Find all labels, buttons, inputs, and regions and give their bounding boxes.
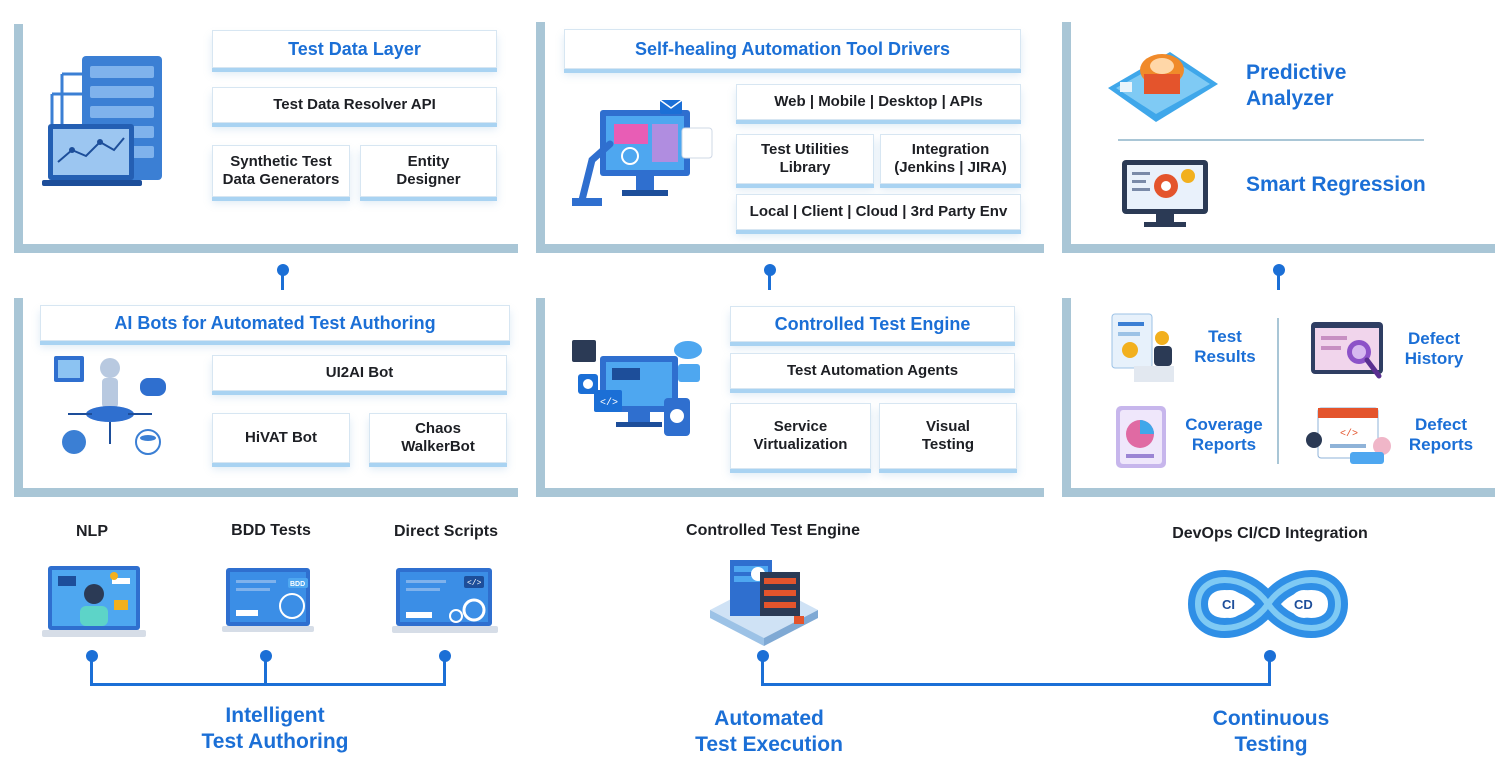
visual-testing: Visual Testing [879, 403, 1017, 469]
bdd-laptop-icon: BDD [222, 568, 314, 632]
dev-devices-icon: </> [572, 340, 702, 436]
nlp-label: NLP [76, 523, 108, 540]
nlp-laptop-icon [42, 566, 146, 637]
devops-label: DevOps CI/CD Integration [1172, 525, 1368, 542]
platforms-pill: Web | Mobile | Desktop | APIs [736, 84, 1021, 120]
connector-dot [260, 650, 272, 662]
cd-text: CD [1294, 597, 1313, 612]
self-healing-title: Self-healing Automation Tool Drivers [564, 29, 1021, 69]
continuous-testing-label: Continuous Testing [1212, 707, 1330, 756]
test-utilities-library: Test Utilities Library [736, 134, 874, 184]
chaos-walkerbot: Chaos WalkerBot [369, 413, 507, 463]
defect-reports-icon: </> [1306, 407, 1391, 464]
ci-text: CI [1222, 597, 1235, 612]
test-engine-server-icon [710, 560, 818, 646]
connector-dot [757, 650, 769, 662]
hivat-bot: HiVAT Bot [212, 413, 350, 463]
direct-scripts-laptop-icon: </> [392, 568, 498, 633]
connector-line [443, 658, 446, 684]
connector-dot [1264, 650, 1276, 662]
connector-line [281, 272, 284, 290]
test-automation-agents: Test Automation Agents [730, 353, 1015, 389]
ai-bots-title: AI Bots for Automated Test Authoring [40, 305, 510, 341]
connector-line [1268, 658, 1271, 684]
ai-robot-icon [54, 356, 166, 455]
coverage-reports-icon [1116, 406, 1166, 468]
entity-designer: Entity Designer [360, 145, 497, 197]
test-data-layer-title: Test Data Layer [212, 30, 497, 68]
connector-line [90, 658, 93, 684]
test-data-resolver-api: Test Data Resolver API [212, 87, 497, 123]
service-virtualization: Service Virtualization [730, 403, 871, 469]
ci-cd-infinity-icon: CI CD [1187, 570, 1349, 638]
environments-pill: Local | Client | Cloud | 3rd Party Env [736, 194, 1021, 230]
synthetic-test-data-generators: Synthetic Test Data Generators [212, 145, 350, 197]
connector-dot [1273, 264, 1285, 276]
connector-dot [277, 264, 289, 276]
test-results-label: Test Results [1194, 327, 1256, 366]
connector-dot [439, 650, 451, 662]
predictive-analyzer-icon [1108, 52, 1218, 122]
test-results-icon [1111, 313, 1174, 382]
controlled-engine-title: Controlled Test Engine [730, 306, 1015, 342]
server-laptop-icon [42, 56, 162, 186]
defect-history-label: Defect History [1404, 329, 1464, 368]
connector-dot [86, 650, 98, 662]
defect-reports-label: Defect Reports [1408, 415, 1474, 454]
direct-scripts-label: Direct Scripts [393, 523, 499, 540]
bdd-tests-label: BDD Tests [231, 522, 311, 539]
robot-arm-monitor-icon [572, 100, 713, 206]
analytics-divider [1118, 139, 1424, 141]
automated-test-execution-label: Automated Test Execution [695, 707, 843, 756]
connector-line [761, 658, 764, 684]
connector-line [768, 272, 771, 290]
predictive-analyzer-label: Predictive Analyzer [1246, 61, 1347, 110]
reports-divider [1277, 318, 1279, 464]
execution-connector-line [761, 683, 1271, 686]
ui2ai-bot: UI2AI Bot [212, 355, 507, 391]
bdd-badge: BDD [290, 581, 305, 588]
coverage-reports-label: Coverage Reports [1185, 415, 1263, 454]
connector-line [1277, 272, 1280, 290]
smart-regression-icon [1122, 160, 1208, 227]
connector-line [264, 658, 267, 684]
defect-history-icon [1311, 322, 1383, 379]
authoring-connector-line [90, 683, 446, 686]
analytics-panel [1062, 22, 1495, 253]
connector-dot [764, 264, 776, 276]
intelligent-test-authoring-label: Intelligent Test Authoring [201, 704, 349, 753]
integration-jenkins-jira: Integration (Jenkins | JIRA) [880, 134, 1021, 184]
svg-text:</>: </> [467, 579, 482, 588]
svg-text:</>: </> [600, 397, 618, 409]
svg-text:</>: </> [1340, 428, 1358, 440]
controlled-test-engine-label: Controlled Test Engine [686, 522, 860, 539]
smart-regression-label: Smart Regression [1246, 173, 1426, 196]
